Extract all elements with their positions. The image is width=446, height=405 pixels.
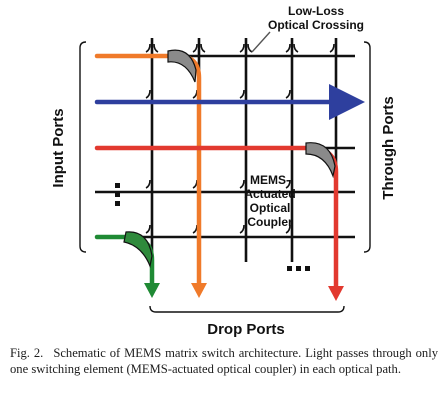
drop-ports-label: Drop Ports bbox=[207, 321, 285, 338]
input-ports-bracket bbox=[79, 41, 87, 253]
coupler-label-line3: Optical bbox=[250, 201, 291, 215]
coupler-red bbox=[305, 142, 336, 179]
horizontal-ellipsis bbox=[287, 266, 310, 271]
through-ports-label: Through Ports bbox=[380, 96, 397, 199]
crossing-pointer bbox=[251, 31, 271, 53]
coupler-orange bbox=[167, 49, 197, 83]
red-arrowhead bbox=[328, 286, 344, 301]
mems-couplers bbox=[123, 49, 336, 269]
crossing-bends bbox=[145, 43, 335, 234]
through-ports-bracket bbox=[363, 41, 371, 253]
crossing-label-line1: Low-Loss bbox=[288, 4, 344, 18]
drop-ports-bracket bbox=[149, 305, 345, 313]
caption-number: Fig. 2. bbox=[10, 346, 44, 360]
coupler-label-line4: Coupler bbox=[247, 215, 293, 229]
coupler-label-line2: Actuated bbox=[244, 187, 295, 201]
mems-switch-diagram: Low-Loss Optical Crossing Input Ports Th… bbox=[50, 4, 397, 338]
caption-text: Schematic of MEMS matrix switch architec… bbox=[10, 346, 439, 376]
orange-arrowhead bbox=[191, 283, 207, 298]
optical-paths bbox=[94, 53, 365, 291]
coupler-green bbox=[123, 231, 153, 269]
crossing-label-line2: Optical Crossing bbox=[268, 18, 364, 32]
green-arrowhead bbox=[144, 283, 160, 298]
coupler-label-line1: MEMS- bbox=[250, 173, 290, 187]
vertical-ellipsis bbox=[115, 183, 120, 206]
figure-caption: Fig. 2.Schematic of MEMS matrix switch a… bbox=[10, 345, 438, 377]
input-ports-label: Input Ports bbox=[50, 108, 67, 187]
